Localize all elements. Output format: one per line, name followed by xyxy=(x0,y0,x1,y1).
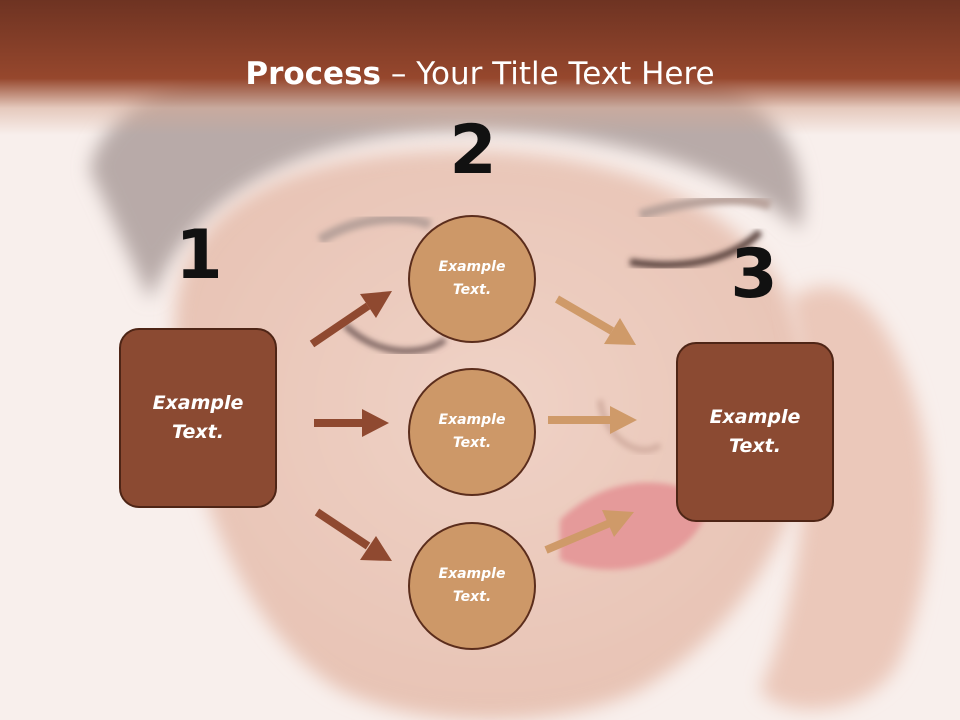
process-box-right-text: Example Text. xyxy=(709,406,801,457)
title-bold: Process xyxy=(245,56,381,92)
step-number-3: 3 xyxy=(730,235,778,314)
process-box-left: Example Text. xyxy=(119,328,277,508)
process-box-right: Example Text. xyxy=(676,342,834,522)
step-number-1: 1 xyxy=(175,216,223,295)
title-rest: – Your Title Text Here xyxy=(381,56,715,92)
process-circle-3: Example Text. xyxy=(408,522,536,650)
arrow-from-circle-3 xyxy=(544,510,634,554)
arrow-to-circle-1 xyxy=(309,291,392,348)
process-circle-2: Example Text. xyxy=(408,368,536,496)
process-circle-1: Example Text. xyxy=(408,215,536,343)
arrow-to-circle-3 xyxy=(314,508,392,561)
arrow-from-circle-2 xyxy=(548,406,637,434)
arrow-from-circle-1 xyxy=(554,295,636,345)
process-circle-3-text: Example Text. xyxy=(438,566,506,605)
slide-title: Process – Your Title Text Here xyxy=(0,52,960,96)
process-circle-1-text: Example Text. xyxy=(438,259,506,298)
title-bar xyxy=(0,0,960,135)
process-circle-2-text: Example Text. xyxy=(438,412,506,451)
step-number-2: 2 xyxy=(449,111,497,190)
arrow-to-circle-2 xyxy=(314,409,389,437)
process-box-left-text: Example Text. xyxy=(152,392,244,443)
